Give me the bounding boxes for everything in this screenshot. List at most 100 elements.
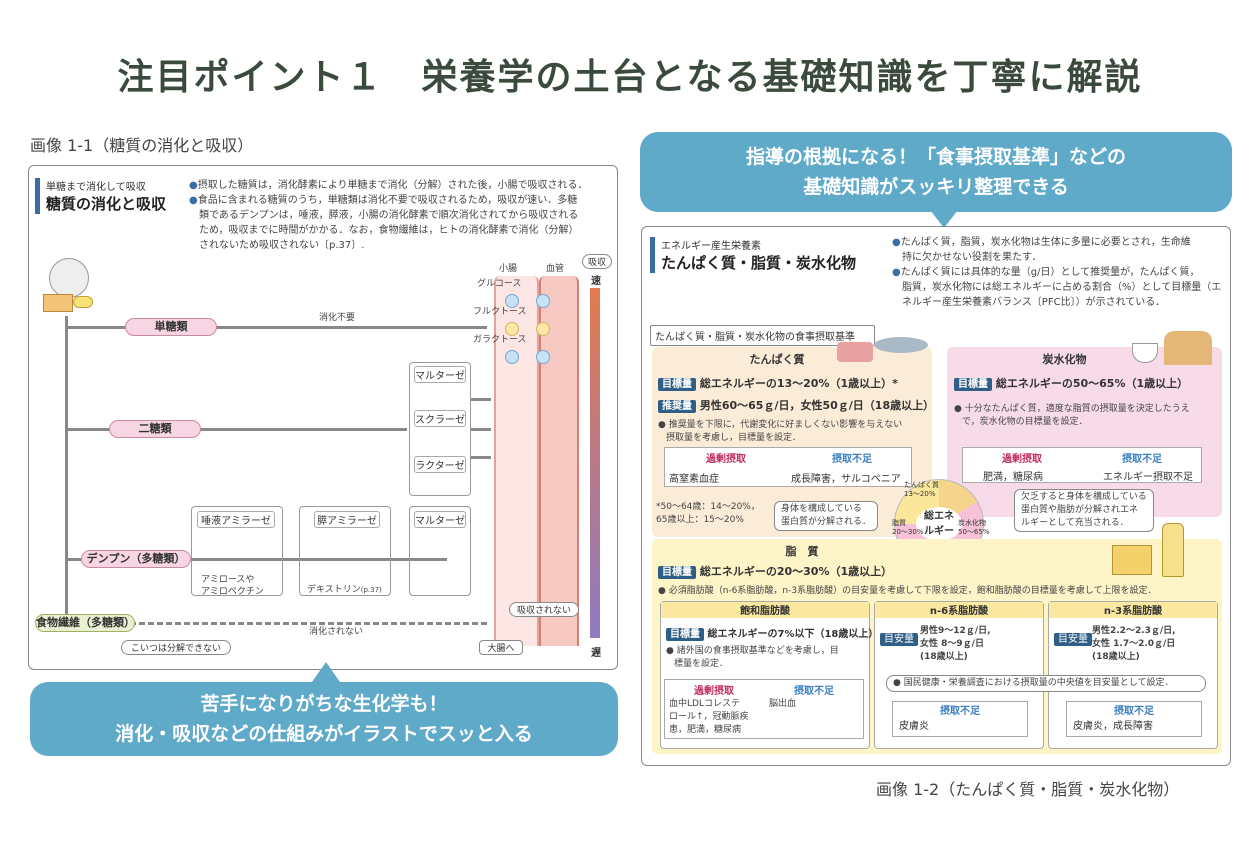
pie-center-label: 総エネ ルギー (916, 507, 962, 541)
section-label: たんぱく質・脂質・炭水化物の食事摂取基準 (650, 325, 875, 346)
disaccharide-pill: 二糖類 (109, 420, 201, 438)
carb-excess-label: 過剰摂取 (1002, 454, 1042, 465)
n3-tag: 目安量 (1054, 627, 1092, 646)
sucrase-arrow (471, 428, 491, 431)
right-heading-block: エネルギー産生栄養素 たんぱく質・脂質・炭水化物 (650, 237, 880, 273)
maltase2-box (409, 506, 471, 596)
slow-label: 遅 (591, 648, 601, 659)
lactase-arrow (471, 456, 491, 459)
left-text: ●摂取した糖質は，消化酵素により単糖まで消化（分解）された後，小腸で吸収される．… (189, 178, 609, 253)
fiber-pill: 食物繊維（多糖類） (35, 614, 135, 632)
character-illustration (43, 258, 95, 314)
sat-deficit-value: 脳出血 (769, 699, 797, 709)
protein-target: 目標量 総エネルギーの13～20%（1歳以上）* (658, 375, 898, 391)
right-bullet-1: ●たんぱく質，脂質，炭水化物は生体に多量に必要とされ，生命維 (892, 237, 1191, 248)
protein-table: 過剰摂取 摂取不足 高窒素血症 成長障害，サルコペニア (664, 447, 912, 487)
glucose-molecule (505, 294, 519, 308)
fructose-molecules (504, 321, 551, 341)
n3-values: 男性2.2～2.3ｇ/日, 女性 1.7～2.0ｇ/日 (18歳以上) (1092, 626, 1176, 662)
n6-deficit-label: 摂取不足 (940, 706, 980, 717)
not-digested-label: 消化されない (309, 627, 364, 637)
sat-note: ● 諸外国の食事摂取基準などを考慮し，目 標量を設定． (666, 646, 839, 669)
left-bullet-2-l4: されないため吸収されない〔p.37〕. (199, 240, 365, 251)
protein-deficit-label: 摂取不足 (832, 454, 872, 465)
bread-icon (43, 294, 73, 312)
starch-arrow (67, 558, 447, 561)
left-bullet-2-l2: 類であるデンプンは，唾液，膵液，小腸の消化酵素で順次消化されてから吸収される (199, 210, 579, 221)
carb-callout: 欠乏すると身体を構成している 蛋白質や脂肪が分解されエネ ルギーとして充当される… (1014, 489, 1154, 532)
right-bubble: 指導の根拠になる！「食事摂取基準」などの 基礎知識がスッキリ整理できる (640, 132, 1232, 212)
rice-bowl-icon (1132, 343, 1158, 363)
pancreatic-amylase-label: 膵アミラーゼ (314, 511, 380, 528)
absorb-label: 吸収 (582, 254, 612, 269)
face-icon (49, 258, 89, 298)
left-panel: 単糖まで消化して吸収 糖質の消化と吸収 ●摂取した糖質は，消化酵素により単糖まで… (28, 165, 618, 670)
n6-table: 摂取不足 皮膚炎 (892, 701, 1028, 737)
dextrin-label: デキストリン(p.37) (307, 585, 382, 595)
amylose-label: アミロースや (201, 575, 255, 585)
not-absorbed-label: 吸収されない (509, 602, 579, 617)
sat-excess-value: 血中LDLコレステ ロール↑，冠動脈疾 患，肥満，糖尿病 (669, 699, 749, 735)
meat-icon (837, 342, 873, 362)
mono-molecules (504, 293, 551, 313)
page-title: 注目ポイント１ 栄養学の土台となる基礎知識を丁寧に解説 (117, 57, 1143, 98)
protein-excess-value: 高窒素血症 (669, 474, 719, 485)
n3-table: 摂取不足 皮膚炎，成長障害 (1066, 701, 1202, 737)
carb-title: 炭水化物 (1042, 353, 1087, 366)
no-digestion-label: 消化不要 (319, 313, 356, 323)
left-bullet-1: ●摂取した糖質は，消化酵素により単糖まで消化（分解）された後，小腸で吸収される． (189, 180, 588, 191)
left-heading-block: 単糖まで消化して吸収 糖質の消化と吸収 (35, 178, 180, 214)
amylopectin-label: アミロペクチン (201, 587, 264, 597)
protein-title: たんぱく質 (749, 353, 805, 366)
right-heading: たんぱく質・脂質・炭水化物 (661, 254, 857, 272)
small-intestine-column (494, 276, 539, 646)
carb-deficit-label: 摂取不足 (1122, 454, 1162, 465)
maltase2-label: マルターゼ (414, 511, 466, 528)
n6-values: 男性9～12ｇ/日, 女性 8～9ｇ/日 (18歳以上) (920, 626, 991, 662)
large-intestine-label: 大腸へ (479, 640, 523, 655)
main-trunk (65, 316, 68, 624)
right-bullet-1-l2: 持に欠かせない役割を果たす． (902, 252, 1042, 263)
carb-deficit-value: エネルギー摂取不足 (1103, 472, 1193, 483)
right-bullet-2-l3: ネルギー産生栄養素バランス〔PFC比〕）が示されている． (902, 297, 1166, 308)
galactose-molecules (504, 349, 551, 369)
bread-loaf-icon (1164, 331, 1212, 365)
protein-rec: 推奨量 男性60～65ｇ/日，女性50ｇ/日（18歳以上） (658, 397, 934, 413)
right-bullet-2-l2: 脂質，炭水化物には総エネルギーに占める割合（%）として目標量（エ (902, 282, 1222, 293)
fructose-molecule-blood (536, 322, 550, 336)
carb-excess-value: 肥満，糖尿病 (983, 472, 1043, 483)
sat-target: 目標量 総エネルギーの7%以下（18歳以上） (666, 625, 878, 641)
protein-footnote: *50～64歳：14～20%， 65歳以上：15～20% (656, 502, 760, 525)
left-bubble-line1: 苦手になりがちな生化学も！ (200, 693, 448, 715)
lactase-label: ラクターゼ (414, 456, 466, 473)
fiber-arrow (67, 622, 487, 625)
sat-deficit-label: 摂取不足 (794, 686, 834, 697)
banana-icon (73, 296, 93, 308)
cannot-break-speech: こいつは分解できない (121, 640, 231, 655)
col-small-intestine: 小腸 (499, 264, 518, 274)
fat-target: 目標量 総エネルギーの20～30%（1歳以上） (658, 563, 892, 579)
right-bubble-line2: 基礎知識がスッキリ整理できる (803, 176, 1069, 198)
fast-label: 速 (591, 276, 601, 287)
left-bullet-2: ●食品に含まれる糖質のうち，単糖類は消化不要で吸収されるため，吸収が速い．多糖 (189, 195, 578, 206)
sat-excess-label: 過剰摂取 (694, 686, 734, 697)
salivary-box (191, 506, 283, 596)
galactose-molecule-blood (536, 350, 550, 364)
right-caption: 画像 1-2（たんぱく質・脂質・炭水化物） (876, 780, 1180, 799)
n3-deficit-value: 皮膚炎，成長障害 (1073, 721, 1153, 732)
fat-title: 脂 質 (785, 545, 819, 558)
fructose-label: フルクトース (473, 307, 527, 317)
protein-callout: 身体を構成している 蛋白質が分解される． (774, 501, 879, 531)
maltase-label: マルターゼ (414, 366, 466, 383)
left-heading: 糖質の消化と吸収 (46, 195, 167, 213)
disaccharide-enzymes-box (409, 362, 471, 496)
oil-bottle-icon (1162, 523, 1184, 577)
fish-icon (874, 337, 928, 353)
n3-deficit-label: 摂取不足 (1114, 706, 1154, 717)
speed-gradient-arrow (590, 288, 600, 638)
mono-arrow (67, 326, 487, 329)
monosaccharide-pill: 単糖類 (125, 318, 217, 336)
